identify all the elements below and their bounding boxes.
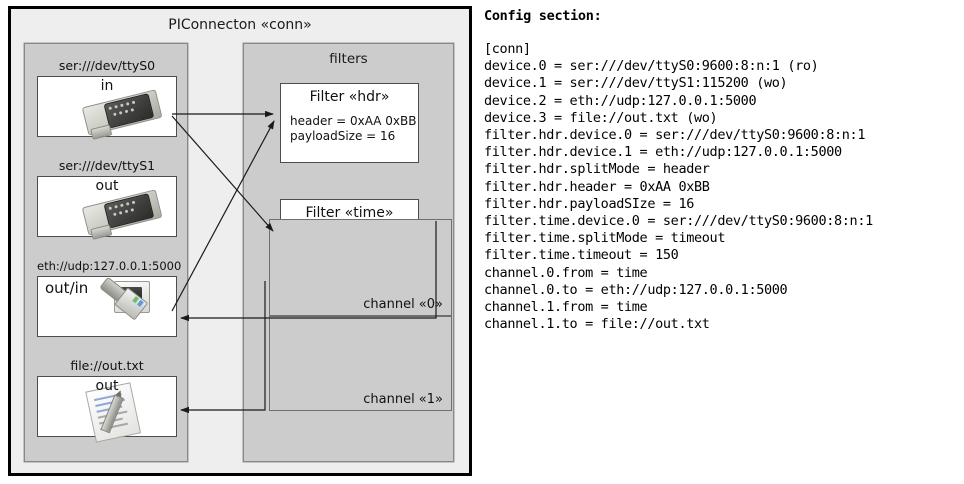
diagram-title: PIConnecton «conn» (168, 17, 312, 33)
channel-label: channel «0» (363, 297, 443, 312)
device-direction: in (100, 78, 114, 94)
device-label: ser:///dev/ttyS1 (58, 158, 156, 173)
filters-group-title: filters (329, 51, 368, 67)
device-box[interactable]: in (37, 76, 177, 140)
device-box[interactable]: out/in (37, 276, 177, 337)
devices-panel: ser:///dev/ttyS0 in (24, 43, 188, 462)
device-group-file-out[interactable]: file://out.txt out (37, 358, 177, 443)
filter-hdr-box[interactable]: Filter «hdr» header = 0xAA 0xBB payloadS… (280, 83, 419, 163)
device-group-eth-udp[interactable]: eth://udp:127.0.0.1:5000 out/in (37, 258, 182, 337)
filter-attribute: payloadSize = 16 (290, 129, 396, 143)
config-section: Config section: [conn] device.0 = ser://… (484, 8, 954, 333)
device-label: ser:///dev/ttyS0 (58, 58, 156, 73)
device-direction: out/in (45, 279, 89, 297)
channel-label: channel «1» (363, 392, 443, 407)
filter-title: Filter «hdr» (309, 89, 390, 105)
device-label: eth://udp:127.0.0.1:5000 (37, 259, 182, 273)
channel-1-box[interactable]: channel «1» (269, 316, 452, 411)
device-box[interactable]: out (37, 376, 177, 443)
channel-0-box[interactable]: channel «0» (269, 219, 452, 316)
ethernet-jack-icon (38, 276, 176, 336)
device-label: file://out.txt (70, 358, 144, 373)
filter-title: Filter «time» (305, 205, 394, 221)
config-heading: Config section: (484, 8, 602, 24)
device-group-ttys1[interactable]: ser:///dev/ttyS1 out (37, 158, 177, 240)
device-box[interactable]: out (37, 176, 177, 240)
filter-attribute: header = 0xAA 0xBB (290, 114, 417, 128)
filters-panel: filters Filter «hdr» header = 0xAA 0xBB … (243, 43, 454, 462)
device-direction: out (95, 378, 119, 394)
config-text: [conn] device.0 = ser:///dev/ttyS0:9600:… (484, 41, 873, 333)
device-group-ttys0[interactable]: ser:///dev/ttyS0 in (37, 58, 177, 140)
device-direction: out (95, 178, 119, 194)
connector-diagram: PIConnecton «conn» ser:///dev/ttyS0 in (8, 6, 472, 476)
